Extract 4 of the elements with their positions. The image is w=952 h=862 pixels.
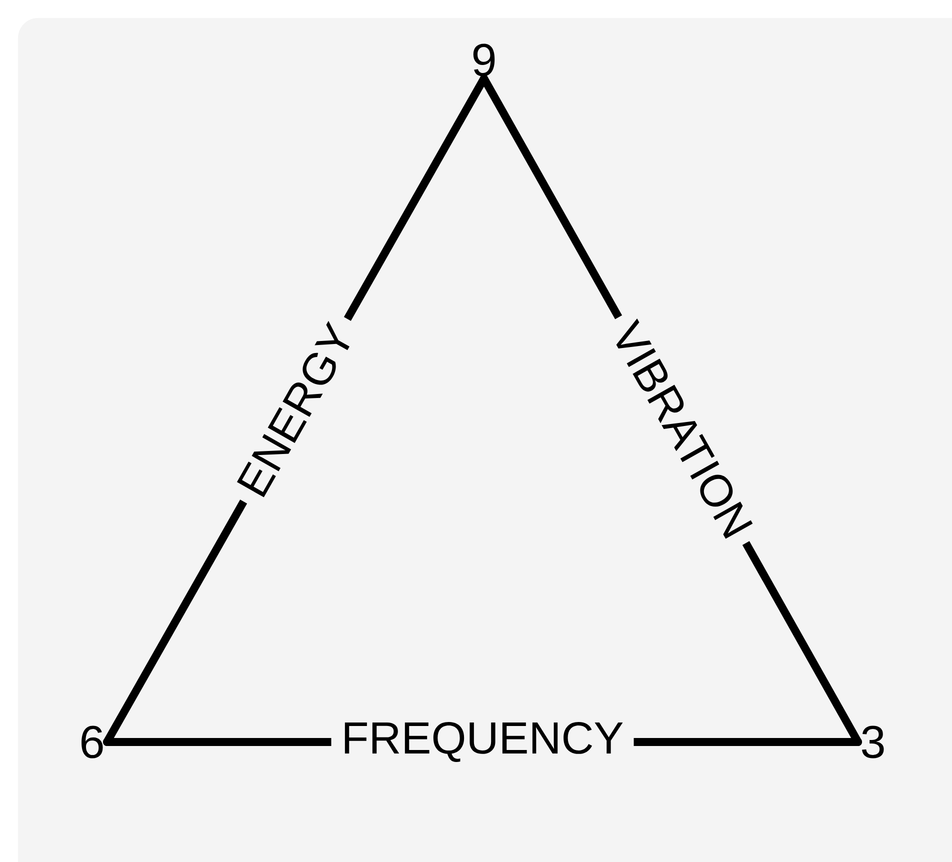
- vertex-number: 9: [473, 44, 495, 76]
- edge-label: FREQUENCY: [344, 722, 623, 762]
- vertex-number: 3: [862, 726, 884, 758]
- vertex-number: 6: [82, 726, 103, 758]
